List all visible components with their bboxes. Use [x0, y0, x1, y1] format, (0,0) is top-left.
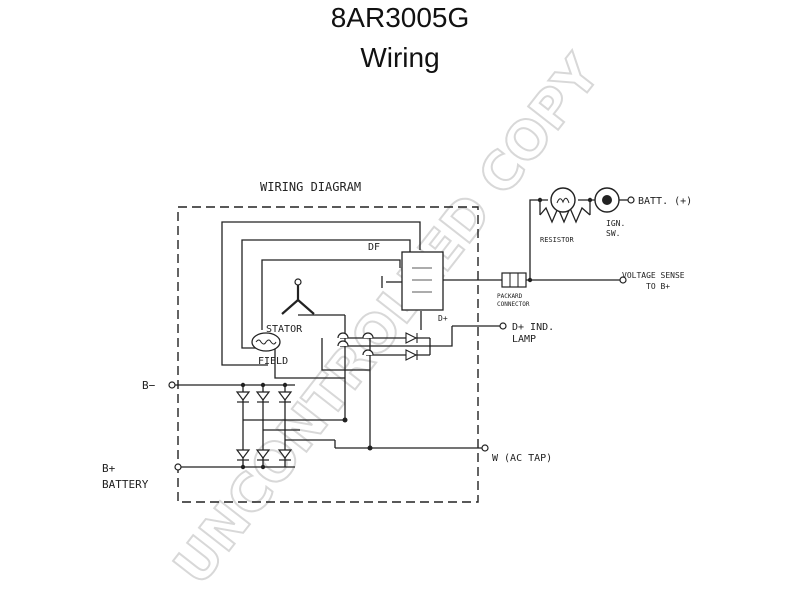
page-subtitle: Wiring: [360, 42, 440, 73]
label-voltage-sense: VOLTAGE SENSE: [622, 271, 685, 280]
label-b-minus: B−: [142, 379, 156, 392]
w-terminal: [481, 444, 489, 452]
label-packard: PACKARD: [497, 293, 523, 300]
stator-winding: [281, 282, 315, 315]
label-stator: STATOR: [266, 324, 303, 335]
label-d-ind: D+ IND.: [512, 322, 554, 333]
batt-terminal: [627, 196, 635, 204]
label-connector: CONNECTOR: [497, 301, 530, 308]
watermark-text: UNCONTROLLED COPY: [163, 44, 613, 596]
label-ign: IGN.: [606, 219, 625, 228]
label-w-ac-tap: W (AC TAP): [492, 453, 552, 464]
indicator-lamp: [550, 187, 576, 213]
field-loop-inner: [261, 259, 401, 330]
dplus-terminal: [499, 322, 507, 330]
voltage-regulator: [401, 251, 444, 311]
b-minus-terminal: [168, 381, 176, 389]
dplus-line-2: [340, 326, 453, 347]
label-dplus-small: D+: [438, 314, 448, 323]
stator-lead-3: [321, 338, 370, 371]
field-loop-middle: [241, 239, 411, 349]
label-to-b: TO B+: [646, 282, 670, 291]
label-batt: BATT. (+): [638, 196, 692, 207]
label-b-plus: B+: [102, 462, 116, 475]
exciter-diodes: [405, 332, 418, 361]
internal-wiring: [172, 199, 628, 468]
label-lamp: LAMP: [512, 334, 536, 345]
field-loop-outer: [221, 221, 421, 366]
diagram-heading: WIRING DIAGRAM: [260, 180, 361, 194]
label-battery: BATTERY: [102, 478, 149, 491]
stator-lead-1: [274, 338, 345, 379]
voltage-sense-terminal: [619, 276, 627, 284]
junction-dots: [240, 197, 593, 470]
rectifier-diodes: [235, 391, 293, 461]
label-df: DF: [368, 242, 380, 253]
part-number-title: 8AR3005G: [330, 2, 470, 33]
terminals: [168, 196, 635, 471]
label-resistor: RESISTOR: [540, 236, 575, 244]
b-plus-terminal: [174, 463, 182, 471]
resistor-zigzag: [539, 206, 591, 224]
label-field: FIELD: [258, 356, 288, 367]
alternator-enclosure: [177, 206, 479, 503]
label-sw: SW.: [606, 229, 620, 238]
packard-connector: [501, 272, 527, 288]
